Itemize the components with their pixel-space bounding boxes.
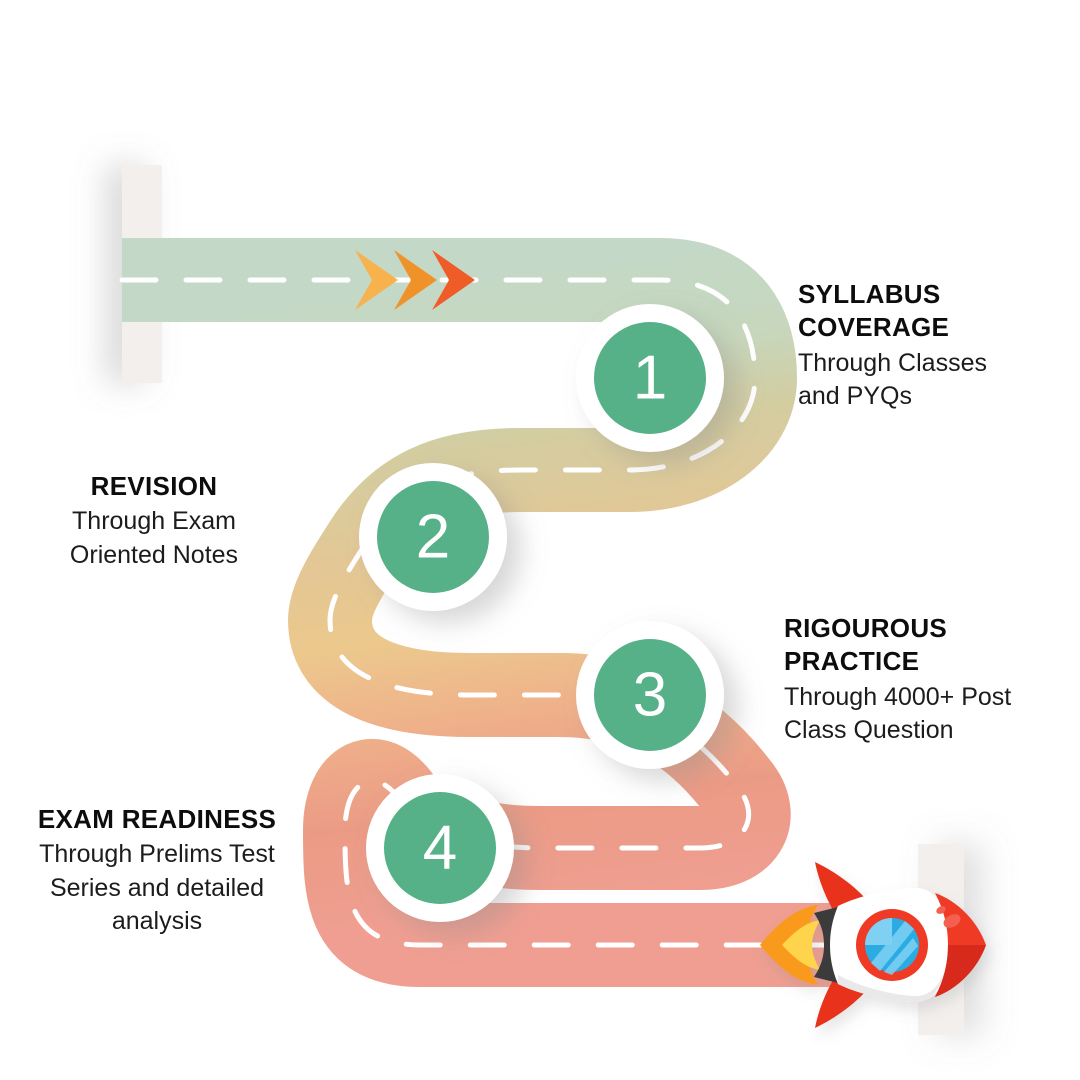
step-description-1: Through Classes and PYQs xyxy=(798,348,987,410)
step-description-3: Through 4000+ Post Class Question xyxy=(784,682,1012,744)
road-path xyxy=(119,238,963,987)
step-label-2: REVISION Through Exam Oriented Notes xyxy=(18,470,290,572)
rocket-flame xyxy=(760,905,820,985)
step-label-3: RIGOUROUS PRACTICE Through 4000+ Post Cl… xyxy=(784,612,1066,747)
step-marker-2[interactable]: 2 xyxy=(359,463,507,611)
rocket-icon xyxy=(760,862,986,1028)
step-number-1: 1 xyxy=(633,344,667,413)
step-marker-3[interactable]: 3 xyxy=(576,621,724,769)
step-marker-1[interactable]: 1 xyxy=(576,304,724,452)
step-label-1: SYLLABUS COVERAGE Through Classes and PY… xyxy=(798,278,1060,413)
step-label-4: EXAM READINESS Through Prelims Test Seri… xyxy=(12,803,302,938)
step-marker-4[interactable]: 4 xyxy=(366,774,514,922)
step-title-1: SYLLABUS COVERAGE xyxy=(798,279,950,343)
direction-arrows xyxy=(355,250,475,310)
step-number-3: 3 xyxy=(633,661,667,730)
step-title-4: EXAM READINESS xyxy=(37,804,277,834)
step-number-2: 2 xyxy=(416,503,450,572)
step-number-4: 4 xyxy=(423,814,457,883)
step-description-2: Through Exam Oriented Notes xyxy=(69,507,239,569)
step-description-4: Through Prelims Test Series and detailed… xyxy=(39,840,275,935)
step-title-3: RIGOUROUS PRACTICE xyxy=(784,613,948,677)
step-title-2: REVISION xyxy=(90,471,218,501)
